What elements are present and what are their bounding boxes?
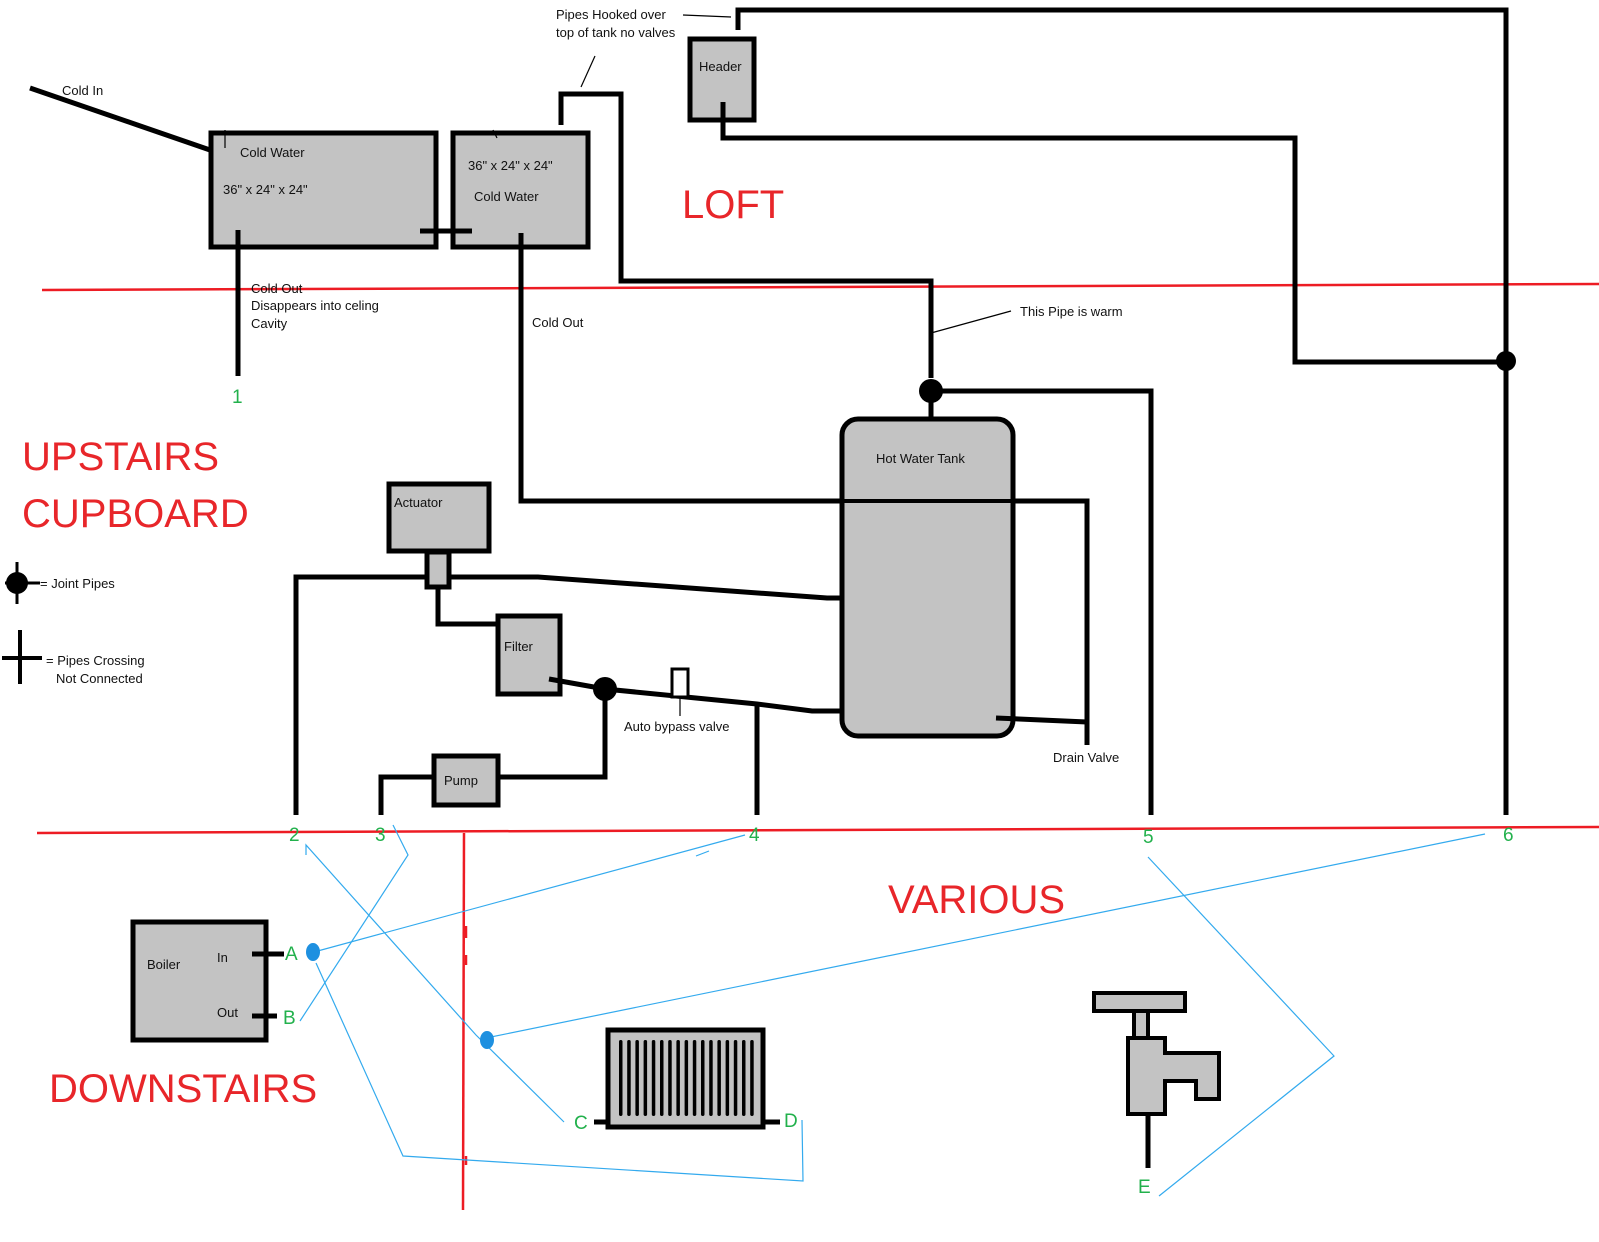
radiator-fin (717, 1040, 721, 1116)
zone-loft: LOFT (682, 183, 784, 227)
auto-bypass-valve (670, 667, 690, 699)
cold-out-pipe-2 (518, 233, 1090, 745)
header-feed-pipe (720, 102, 1506, 365)
pipe-2 (293, 574, 427, 815)
radiator-fin (684, 1040, 689, 1116)
point-4: 4 (749, 825, 760, 846)
link-a-d (315, 962, 804, 1182)
hot-water-tank-label: Hot Water Tank (876, 451, 965, 466)
link-a-4 (313, 834, 746, 953)
radiator-fin (676, 1040, 680, 1116)
radiator-fin (668, 1040, 672, 1116)
zone-cupboard: CUPBOARD (22, 492, 249, 536)
link-a-4-tick (695, 850, 710, 857)
zone-various: VARIOUS (888, 878, 1065, 922)
joint-to-pump-pipe (497, 689, 608, 780)
zone-upstairs: UPSTAIRS (22, 435, 219, 479)
point-6: 6 (1503, 825, 1514, 846)
legend-cross-label-2: Not Connected (56, 671, 143, 686)
point-1: 1 (232, 387, 243, 408)
pipes-hooked-line2: top of tank no valves (556, 25, 676, 40)
link-5-e (1147, 856, 1335, 1197)
cold-out-1a: Cold Out (251, 281, 303, 296)
boiler (130, 919, 269, 1043)
actuator-valve (424, 549, 452, 590)
point-b: B (283, 1008, 296, 1029)
joint-c (480, 1031, 494, 1049)
point-a: A (285, 944, 298, 965)
cold-in-label: Cold In (62, 83, 103, 98)
hot-water-tank (839, 416, 1016, 739)
drain-valve-label: Drain Valve (1053, 750, 1119, 765)
filter (495, 613, 563, 697)
tap-icon (1092, 991, 1221, 1116)
actuator (386, 481, 492, 554)
tank2-tick (492, 129, 498, 139)
cold-out-2-label: Cold Out (532, 315, 584, 330)
radiator-fin (750, 1040, 754, 1116)
boiler-in-label: In (217, 950, 228, 965)
warm-pipe-label: This Pipe is warm (1020, 304, 1123, 319)
upstairs-floor-line (36, 825, 1599, 835)
radiator-fin (701, 1040, 705, 1116)
point-c: C (574, 1113, 588, 1134)
tank1-title: Cold Water (240, 145, 305, 160)
header-label: Header (699, 59, 742, 74)
tank1-size: 36" x 24" x 24" (223, 182, 308, 197)
actuator-label: Actuator (394, 495, 443, 510)
cold-water-tank-2 (450, 130, 591, 250)
radiator-fin (692, 1040, 697, 1116)
actuator-to-filter-pipe (435, 587, 500, 627)
radiator-fins (619, 1040, 754, 1116)
radiator-fin (643, 1040, 648, 1116)
link-2-c (305, 843, 565, 1123)
actuator-to-tank-pipe (449, 574, 842, 601)
radiator-fin (635, 1040, 639, 1116)
radiator-fin (660, 1040, 664, 1116)
tank2-size: 36" x 24" x 24" (468, 158, 553, 173)
cold-water-tank-1 (208, 130, 439, 250)
cold-out-1b: Disappears into celing (251, 298, 379, 313)
pipe-3 (378, 774, 434, 815)
drain-pipe (995, 715, 1088, 725)
radiator-fin (742, 1040, 746, 1116)
pipe-5 (931, 388, 1154, 815)
cold-in-pipe (29, 85, 211, 153)
boiler-label: Boiler (147, 957, 181, 972)
point-5: 5 (1143, 827, 1154, 848)
loft-floor-line (41, 282, 1599, 292)
legend-joint-label: = Joint Pipes (40, 576, 115, 591)
header-pointer (682, 14, 732, 18)
radiator-fin (627, 1040, 631, 1116)
radiator-fin (709, 1040, 713, 1116)
radiator-fin (651, 1040, 656, 1116)
point-d: D (784, 1111, 798, 1132)
cold-out-1c: Cavity (251, 316, 288, 331)
pump-label: Pump (444, 773, 478, 788)
link-joint-6 (485, 833, 1486, 1039)
zone-downstairs: DOWNSTAIRS (49, 1067, 317, 1111)
auto-bypass-label: Auto bypass valve (624, 719, 730, 734)
filter-label: Filter (504, 639, 534, 654)
radiator-fin (619, 1040, 623, 1116)
tank2-title: Cold Water (474, 189, 539, 204)
point-3: 3 (375, 825, 386, 846)
hooked-pipe (558, 91, 934, 378)
radiator-fin (733, 1040, 738, 1116)
pump (431, 753, 501, 808)
point-2: 2 (289, 825, 300, 846)
joint-a (306, 943, 320, 961)
link-b-3 (299, 824, 409, 1022)
header-vent-pipe (735, 7, 1509, 815)
pipes-hooked-line1: Pipes Hooked over (556, 7, 667, 22)
boiler-out-label: Out (217, 1005, 238, 1020)
joint-6 (1496, 351, 1516, 371)
filter-to-tank-pipe (548, 676, 842, 714)
legend-cross-label-1: = Pipes Crossing (46, 653, 145, 668)
warm-pointer (930, 310, 1012, 334)
hooked-pointer (580, 55, 596, 88)
point-e: E (1138, 1177, 1151, 1198)
radiator-fin (725, 1040, 730, 1116)
